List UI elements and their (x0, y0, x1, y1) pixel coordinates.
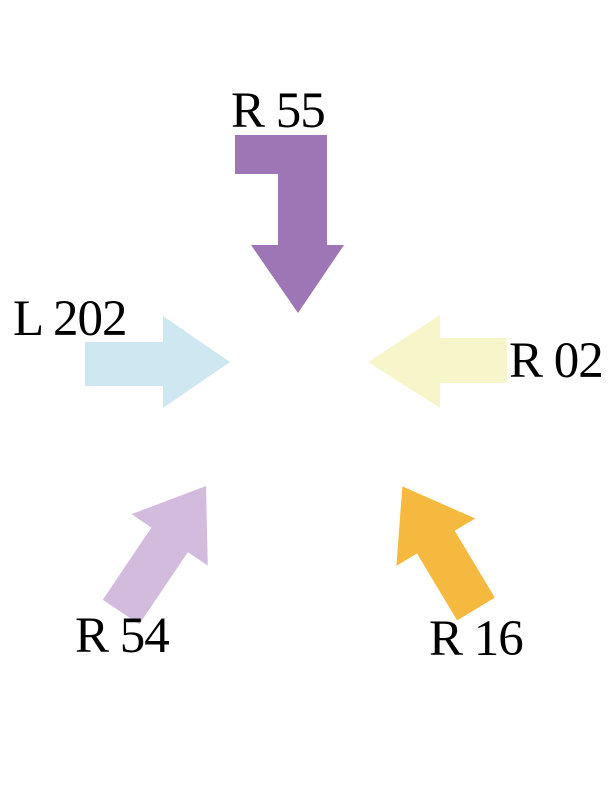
arrow-upright-r54 (102, 485, 208, 625)
route-label-r02: R 02 (509, 333, 604, 389)
arrow-right-l202 (85, 316, 230, 408)
route-label-r55: R 55 (231, 83, 326, 139)
arrow-upleft-r16 (396, 486, 495, 621)
arrow-left-r02 (368, 315, 507, 408)
route-label-l202: L 202 (13, 291, 128, 347)
route-label-r16: R 16 (429, 611, 524, 667)
arrow-down-r55 (235, 135, 344, 313)
route-label-r54: R 54 (75, 608, 170, 664)
